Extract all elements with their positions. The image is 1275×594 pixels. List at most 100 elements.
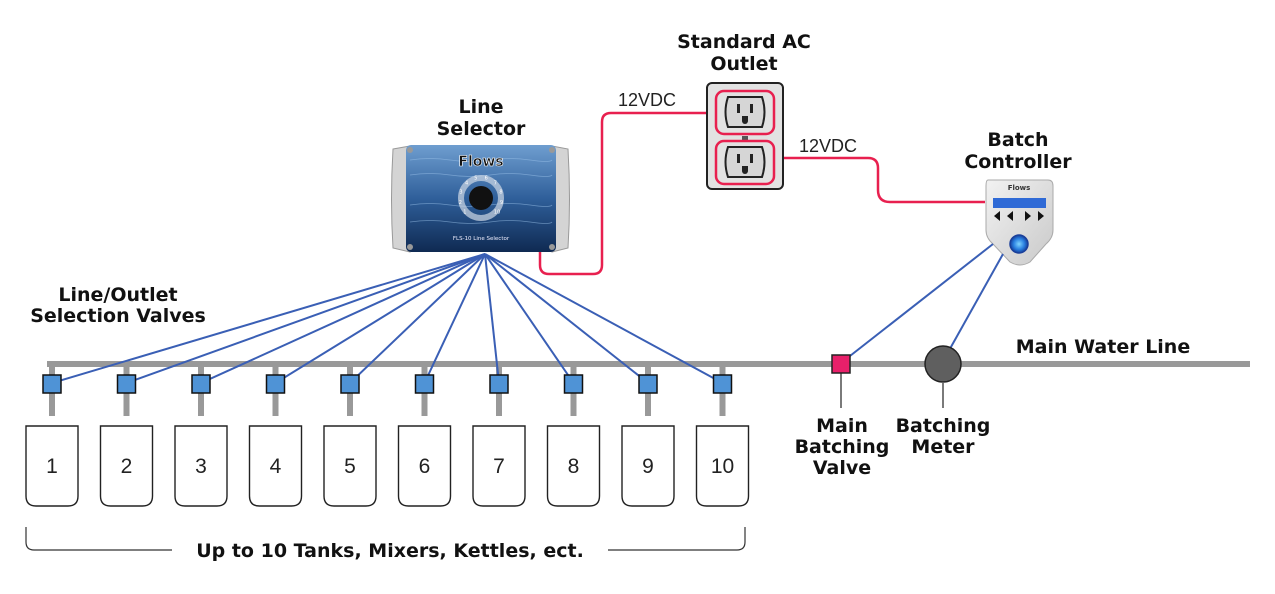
tanks-bracket bbox=[25, 527, 746, 551]
main-batching-valve bbox=[831, 354, 851, 408]
signal-wire-valve-4 bbox=[274, 253, 486, 384]
tank-10[interactable] bbox=[695, 425, 750, 507]
selection-valve-3[interactable] bbox=[191, 374, 211, 394]
tank-7[interactable] bbox=[472, 425, 526, 507]
dial-number: 3 bbox=[459, 190, 462, 196]
power-label-left: 12VDC bbox=[618, 90, 676, 110]
dial-number: 7 bbox=[494, 181, 497, 187]
line-selector-brand: Flows bbox=[458, 154, 503, 170]
batch-controller-start-knob[interactable] bbox=[1009, 234, 1029, 254]
tank-label: 3 bbox=[195, 455, 207, 478]
tank-label: 8 bbox=[568, 455, 580, 478]
selection-valves-title-line1: Line/Outlet bbox=[58, 284, 177, 306]
button-left-double[interactable] bbox=[994, 211, 1000, 221]
main-batching-valve-label-line3: Valve bbox=[813, 457, 871, 479]
tanks-caption: Up to 10 Tanks, Mixers, Kettles, ect. bbox=[196, 540, 584, 562]
dial-number: 1 bbox=[463, 210, 466, 216]
tank-label: 1 bbox=[46, 455, 58, 478]
tank-label: 5 bbox=[344, 455, 356, 478]
batching-meter-icon[interactable] bbox=[924, 345, 962, 383]
outlet-title-line1: Standard AC bbox=[677, 31, 811, 53]
ac-outlet bbox=[706, 82, 784, 190]
signal-wire-valve-3 bbox=[200, 253, 486, 384]
signal-wire-valve-2 bbox=[126, 253, 486, 384]
dial-number: 8 bbox=[499, 190, 502, 196]
button-left[interactable] bbox=[1007, 211, 1013, 221]
wire-to-meter bbox=[941, 253, 1004, 364]
selection-valve-2[interactable] bbox=[116, 374, 137, 394]
tank-5[interactable] bbox=[323, 425, 377, 507]
line-selector-model: FLS-10 Line Selector bbox=[453, 236, 510, 242]
selection-valve-9[interactable] bbox=[638, 374, 658, 394]
main-batching-valve-icon[interactable] bbox=[831, 354, 851, 374]
signal-wire-valve-6 bbox=[423, 253, 486, 384]
selection-valve-5[interactable] bbox=[340, 374, 360, 394]
tank-label: 2 bbox=[121, 455, 133, 478]
tank-1[interactable] bbox=[25, 425, 79, 507]
selection-valve-10[interactable] bbox=[712, 374, 733, 394]
dial-number: 10 bbox=[494, 210, 500, 216]
signal-wire-valve-10 bbox=[484, 253, 723, 384]
dial-numbers: 12 345 678 910 bbox=[459, 176, 503, 216]
button-right[interactable] bbox=[1025, 211, 1031, 221]
batch-controller-device: Flows bbox=[985, 179, 1054, 266]
branch-pipes bbox=[49, 362, 726, 416]
tank-label: 4 bbox=[270, 455, 282, 478]
selection-valve-8[interactable] bbox=[563, 374, 584, 394]
power-wire-batch-controller bbox=[772, 156, 985, 204]
dial-number: 4 bbox=[465, 181, 468, 187]
selection-valve-1[interactable] bbox=[42, 374, 62, 394]
batch-controller-title-line1: Batch bbox=[987, 129, 1048, 151]
dial-number: 2 bbox=[459, 200, 462, 206]
signal-wire-valve-7 bbox=[484, 253, 500, 384]
dial-number: 9 bbox=[500, 200, 503, 206]
batch-controller-title-line2: Controller bbox=[964, 151, 1072, 173]
wire-to-main-valve bbox=[840, 243, 994, 364]
batching-meter bbox=[924, 345, 962, 408]
main-batching-valve-label-line1: Main bbox=[816, 415, 868, 437]
signal-wiring bbox=[51, 253, 723, 384]
batch-controller-display bbox=[993, 198, 1046, 208]
mount-bracket-left bbox=[391, 145, 411, 253]
receptacle-top bbox=[714, 89, 776, 136]
batch-controller-wiring bbox=[840, 243, 1004, 364]
main-batching-valve-label-line2: Batching bbox=[795, 436, 890, 458]
batch-controller-brand: Flows bbox=[1008, 184, 1031, 192]
selection-valves-title-line2: Selection Valves bbox=[30, 305, 206, 327]
selection-valves bbox=[42, 374, 733, 394]
tank-2[interactable] bbox=[99, 425, 154, 507]
main-water-line-label: Main Water Line bbox=[1016, 336, 1190, 358]
power-wire-line-selector bbox=[538, 111, 714, 276]
power-label-right: 12VDC bbox=[799, 136, 857, 156]
selection-valve-6[interactable] bbox=[414, 374, 435, 394]
batching-meter-label-line2: Meter bbox=[911, 436, 975, 458]
tank-9[interactable] bbox=[621, 425, 675, 507]
mount-bracket-right bbox=[551, 145, 570, 253]
tank-3[interactable] bbox=[174, 425, 228, 507]
outlet-title-line2: Outlet bbox=[710, 53, 777, 75]
selection-valve-7[interactable] bbox=[489, 374, 509, 394]
power-wiring bbox=[538, 111, 985, 276]
tank-8[interactable] bbox=[546, 425, 601, 507]
signal-wire-valve-9 bbox=[484, 253, 649, 384]
tank-label: 7 bbox=[493, 455, 505, 478]
selector-dial-knob[interactable] bbox=[469, 186, 493, 210]
button-right-double[interactable] bbox=[1038, 211, 1044, 221]
signal-wire-valve-8 bbox=[484, 253, 575, 384]
selection-valve-4[interactable] bbox=[265, 374, 286, 394]
line-selector-title-line2: Selector bbox=[437, 118, 526, 140]
signal-wire-valve-5 bbox=[349, 253, 486, 384]
tank-4[interactable] bbox=[248, 425, 303, 507]
receptacle-bottom bbox=[714, 139, 776, 186]
batching-meter-label-line1: Batching bbox=[896, 415, 991, 437]
tank-6[interactable] bbox=[397, 425, 452, 507]
dial-ring bbox=[458, 175, 504, 221]
line-selector-title-line1: Line bbox=[458, 96, 503, 118]
tank-label: 9 bbox=[642, 455, 654, 478]
dial-number: 5 bbox=[474, 176, 477, 182]
line-selector-device: Flows 12 345 678 910 FLS-10 Line Selector bbox=[391, 145, 570, 253]
signal-wire-valve-1 bbox=[51, 253, 486, 384]
dial-number: 6 bbox=[485, 176, 488, 182]
